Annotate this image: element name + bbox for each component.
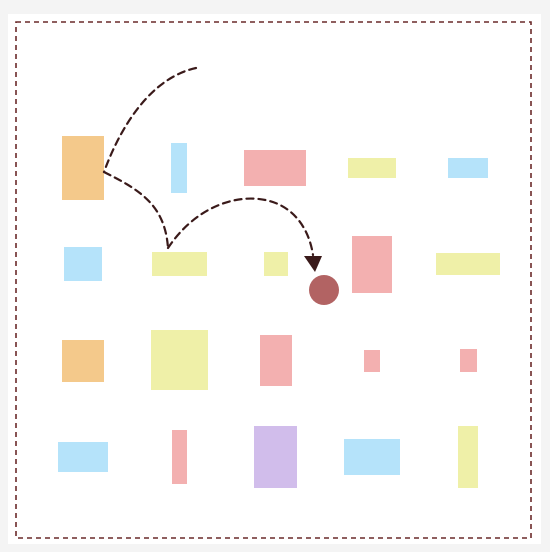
path-segment-top	[102, 66, 198, 174]
yellow-block	[436, 253, 500, 275]
blocks-group	[58, 136, 500, 488]
yellow-block	[152, 252, 207, 276]
target-marker	[309, 275, 339, 305]
arrowhead-icon	[304, 256, 322, 272]
pink-block	[172, 430, 187, 484]
purple-block	[254, 426, 297, 488]
pink-block	[460, 349, 477, 372]
path-segment-middle	[102, 170, 170, 250]
pink-block	[260, 335, 292, 386]
blue-block	[448, 158, 488, 178]
yellow-block	[151, 330, 208, 390]
yellow-block	[264, 252, 288, 276]
pink-block	[352, 236, 392, 293]
orange-block	[62, 136, 104, 200]
yellow-block	[348, 158, 396, 178]
orange-block	[62, 340, 104, 382]
blue-block	[344, 439, 400, 475]
panel-border	[15, 21, 532, 539]
blue-block	[58, 442, 108, 472]
yellow-block	[458, 426, 478, 488]
pink-block	[244, 150, 306, 186]
pink-block	[364, 350, 380, 372]
blue-block	[64, 247, 102, 281]
blue-block	[171, 143, 187, 193]
path-segment-bottom	[166, 197, 315, 257]
